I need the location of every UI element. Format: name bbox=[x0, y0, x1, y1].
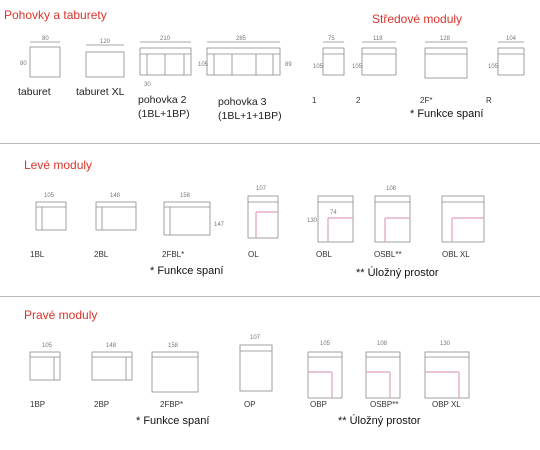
label-module-1: 1 bbox=[312, 96, 317, 105]
label-ol: OL bbox=[248, 250, 259, 259]
dim-label: 158 bbox=[180, 193, 191, 199]
label-2fbl: 2FBL* bbox=[162, 250, 185, 259]
section-title-right-modules: Pravé moduly bbox=[24, 308, 98, 322]
divider-top bbox=[0, 143, 540, 144]
label-taburet: taburet bbox=[18, 86, 51, 98]
label-obl: OBL bbox=[316, 250, 333, 259]
label-pohovka-2-composition: (1BL+1BP) bbox=[138, 108, 190, 120]
dim-label: 118 bbox=[373, 36, 383, 42]
dim-label: 74 bbox=[330, 210, 337, 216]
label-1bp: 1BP bbox=[30, 400, 46, 409]
dim-label: 104 bbox=[506, 36, 517, 42]
note-sleep-function-left: * Funkce spaní bbox=[150, 265, 224, 277]
section-title-middle-modules: Středové moduly bbox=[372, 12, 463, 26]
dim-label: 108 bbox=[377, 341, 388, 347]
dim-label: 107 bbox=[256, 186, 267, 192]
dim-label: 80 bbox=[42, 36, 49, 42]
dim-label: 120 bbox=[100, 39, 111, 45]
label-op: OP bbox=[244, 400, 256, 409]
label-pohovka-2: pohovka 2 bbox=[138, 94, 187, 106]
label-module-2f: 2F* bbox=[420, 96, 433, 105]
dim-label: 105 bbox=[198, 62, 209, 68]
section-title-left-modules: Levé moduly bbox=[24, 158, 93, 172]
dim-label: 107 bbox=[250, 335, 261, 341]
label-osbp: OSBP** bbox=[370, 400, 399, 409]
dim-label: 89 bbox=[285, 62, 292, 68]
dim-label: 105 bbox=[352, 64, 363, 70]
label-pohovka-3: pohovka 3 bbox=[218, 96, 267, 108]
divider-bottom bbox=[0, 296, 540, 297]
dim-label: 30 bbox=[144, 82, 151, 88]
label-osbl: OSBL** bbox=[374, 250, 402, 259]
dim-label: 105 bbox=[313, 64, 324, 70]
label-module-r: R bbox=[486, 96, 492, 105]
note-sleep-function-right: * Funkce spaní bbox=[136, 415, 210, 427]
dim-label: 130 bbox=[440, 341, 451, 347]
label-obp: OBP bbox=[310, 400, 327, 409]
dim-label: 158 bbox=[168, 343, 179, 349]
dim-label: 105 bbox=[320, 341, 331, 347]
label-2bp: 2BP bbox=[94, 400, 110, 409]
dim-label: 105 bbox=[44, 193, 55, 199]
dim-label: 130 bbox=[307, 218, 318, 224]
dim-label: 108 bbox=[386, 186, 397, 192]
note-storage-left: ** Úložný prostor bbox=[356, 267, 439, 279]
label-obl-xl: OBL XL bbox=[442, 250, 470, 259]
label-1bl: 1BL bbox=[30, 250, 45, 259]
dim-label: 105 bbox=[42, 343, 53, 349]
dim-label: 105 bbox=[488, 64, 499, 70]
label-obp-xl: OBP XL bbox=[432, 400, 461, 409]
label-2fbp: 2FBP* bbox=[160, 400, 184, 409]
dim-label: 80 bbox=[20, 61, 27, 67]
dim-label: 148 bbox=[106, 343, 117, 349]
note-sleep-function-top: * Funkce spaní bbox=[410, 108, 484, 120]
label-2bl: 2BL bbox=[94, 250, 109, 259]
label-pohovka-3-composition: (1BL+1+1BP) bbox=[218, 110, 282, 122]
section-title-sofas: Pohovky a taburety bbox=[4, 8, 107, 22]
label-module-2: 2 bbox=[356, 96, 361, 105]
dim-label: 210 bbox=[160, 36, 171, 42]
dim-label: 128 bbox=[440, 36, 451, 42]
dim-label: 285 bbox=[236, 36, 247, 42]
dim-label: 147 bbox=[214, 222, 225, 228]
dim-label: 75 bbox=[328, 36, 335, 42]
dim-label: 148 bbox=[110, 193, 121, 199]
note-storage-right: ** Úložný prostor bbox=[338, 415, 421, 427]
label-taburet-xl: taburet XL bbox=[76, 86, 125, 98]
